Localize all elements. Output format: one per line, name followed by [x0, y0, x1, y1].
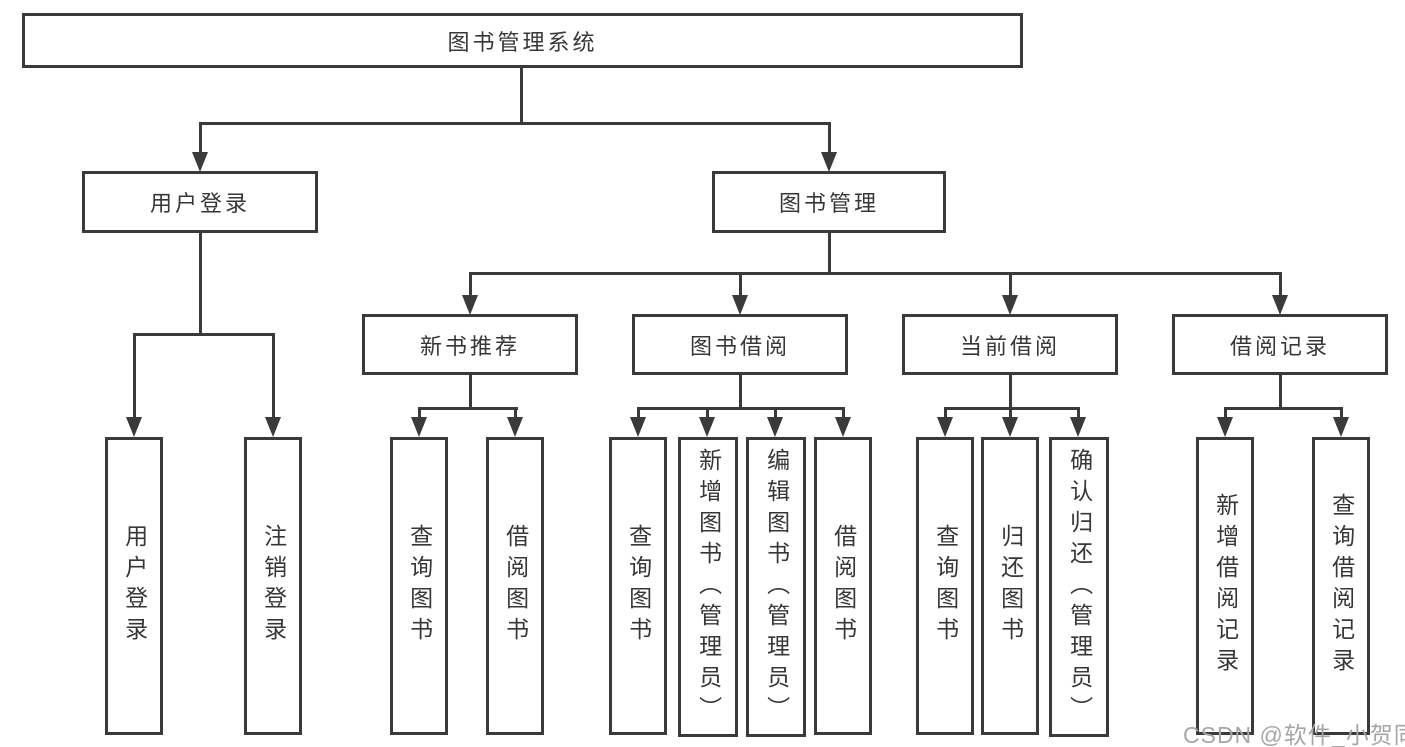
leaf-return-book-label: 归还图书 — [997, 524, 1024, 648]
leaf-add-borrow-record-label: 新增借阅记录 — [1212, 493, 1239, 679]
connector-user-login-stem — [198, 233, 202, 336]
connector-current-borrow-bus — [943, 407, 1080, 410]
connector-drop-leaf — [1008, 407, 1012, 419]
node-book-borrow: 图书借阅 — [632, 314, 848, 375]
leaf-query-books-current: 查询图书 — [916, 437, 974, 735]
connector-drop-leaf — [513, 407, 517, 419]
leaf-query-books-recommend-label: 查询图书 — [406, 524, 433, 648]
connector-drop-leaf — [417, 407, 421, 419]
connector-user-login-bus — [132, 333, 275, 336]
leaf-borrow-books-borrow: 借阅图书 — [814, 437, 872, 735]
arrowhead-new-book — [462, 295, 478, 315]
connector-drop-leaf-logout — [271, 333, 275, 419]
arrowhead-leaf — [835, 417, 851, 437]
arrowhead-leaf — [937, 417, 953, 437]
arrowhead-leaf — [1002, 417, 1018, 437]
connector-drop-book-borrow — [738, 272, 742, 297]
connector-book-borrow-bus — [636, 407, 845, 410]
connector-drop-leaf-user-login — [132, 333, 136, 419]
leaf-query-books-borrow-label: 查询图书 — [625, 524, 652, 648]
connector-level3-bus — [468, 272, 1282, 275]
arrowhead-leaf — [630, 417, 646, 437]
connector-new-book-bus — [417, 407, 518, 410]
leaf-borrow-books-recommend-label: 借阅图书 — [502, 524, 529, 648]
leaf-user-login-label: 用户登录 — [121, 524, 148, 648]
leaf-query-borrow-record-label: 查询借阅记录 — [1328, 493, 1355, 679]
leaf-query-books-current-label: 查询图书 — [932, 524, 959, 648]
node-root-label: 图书管理系统 — [447, 29, 598, 55]
connector-drop-new-book — [468, 272, 472, 297]
node-current-borrow: 当前借阅 — [902, 314, 1118, 375]
connector-drop-leaf — [773, 407, 777, 419]
leaf-logout: 注销登录 — [244, 437, 302, 735]
connector-root-stem — [519, 68, 523, 125]
leaf-query-books-recommend: 查询图书 — [390, 437, 448, 735]
connector-borrow-records-stem — [1278, 375, 1282, 410]
connector-current-borrow-stem — [1008, 375, 1012, 410]
connector-drop-current-borrow — [1008, 272, 1012, 297]
arrowhead-user-login — [192, 152, 208, 172]
node-user-login: 用户登录 — [82, 171, 318, 233]
connector-drop-book-management — [827, 122, 831, 154]
leaf-query-borrow-record: 查询借阅记录 — [1312, 437, 1370, 735]
arrowhead-leaf — [411, 417, 427, 437]
connector-new-book-stem — [468, 375, 472, 410]
node-user-login-label: 用户登录 — [149, 191, 250, 216]
watermark: CSDN @软件_小贺同学 — [1183, 722, 1405, 747]
node-new-book-recommend: 新书推荐 — [362, 314, 578, 375]
connector-drop-user-login — [198, 122, 202, 154]
connector-borrow-records-bus — [1223, 407, 1343, 410]
connector-drop-leaf — [1076, 407, 1080, 419]
node-book-management-label: 图书管理 — [778, 191, 879, 216]
connector-drop-borrow-records — [1278, 272, 1282, 297]
connector-drop-leaf — [841, 407, 845, 419]
leaf-add-borrow-record: 新增借阅记录 — [1196, 437, 1254, 735]
connector-drop-leaf — [1223, 407, 1227, 419]
leaf-user-login: 用户登录 — [105, 437, 163, 735]
node-book-borrow-label: 图书借阅 — [689, 333, 790, 359]
leaf-confirm-return-admin-label: 确认归还（管理员） — [1066, 447, 1093, 727]
leaf-logout-label: 注销登录 — [260, 524, 287, 648]
leaf-borrow-books-borrow-label: 借阅图书 — [830, 524, 857, 648]
connector-drop-leaf — [636, 407, 640, 419]
arrowhead-book-management — [821, 152, 837, 172]
leaf-borrow-books-recommend: 借阅图书 — [486, 437, 544, 735]
node-root: 图书管理系统 — [22, 13, 1023, 68]
arrowhead-leaf — [1333, 417, 1349, 437]
arrowhead-current-borrow — [1002, 295, 1018, 315]
connector-book-borrow-stem — [738, 375, 742, 410]
arrowhead-leaf — [767, 417, 783, 437]
connector-level1-bus — [198, 122, 831, 125]
connector-book-management-stem — [827, 233, 831, 275]
arrowhead-leaf — [1070, 417, 1086, 437]
node-borrow-records-label: 借阅记录 — [1229, 333, 1330, 359]
arrowhead-borrow-records — [1272, 295, 1288, 315]
arrowhead-leaf-user-login — [126, 417, 142, 437]
leaf-return-book: 归还图书 — [981, 437, 1039, 735]
leaf-confirm-return-admin: 确认归还（管理员） — [1049, 437, 1109, 737]
arrowhead-leaf — [1217, 417, 1233, 437]
node-book-management: 图书管理 — [712, 171, 946, 233]
arrowhead-leaf-logout — [265, 417, 281, 437]
node-new-book-recommend-label: 新书推荐 — [419, 333, 520, 359]
leaf-query-books-borrow: 查询图书 — [609, 437, 667, 735]
node-borrow-records: 借阅记录 — [1172, 314, 1388, 375]
leaf-add-book-admin: 新增图书（管理员） — [678, 437, 738, 737]
leaf-add-book-admin-label: 新增图书（管理员） — [695, 447, 722, 727]
arrowhead-book-borrow — [732, 295, 748, 315]
leaf-edit-book-admin-label: 编辑图书（管理员） — [763, 447, 790, 727]
arrowhead-leaf — [699, 417, 715, 437]
connector-drop-leaf — [1339, 407, 1343, 419]
node-current-borrow-label: 当前借阅 — [959, 333, 1060, 359]
leaf-edit-book-admin: 编辑图书（管理员） — [746, 437, 806, 737]
connector-drop-leaf — [705, 407, 709, 419]
connector-drop-leaf — [943, 407, 947, 419]
arrowhead-leaf — [507, 417, 523, 437]
